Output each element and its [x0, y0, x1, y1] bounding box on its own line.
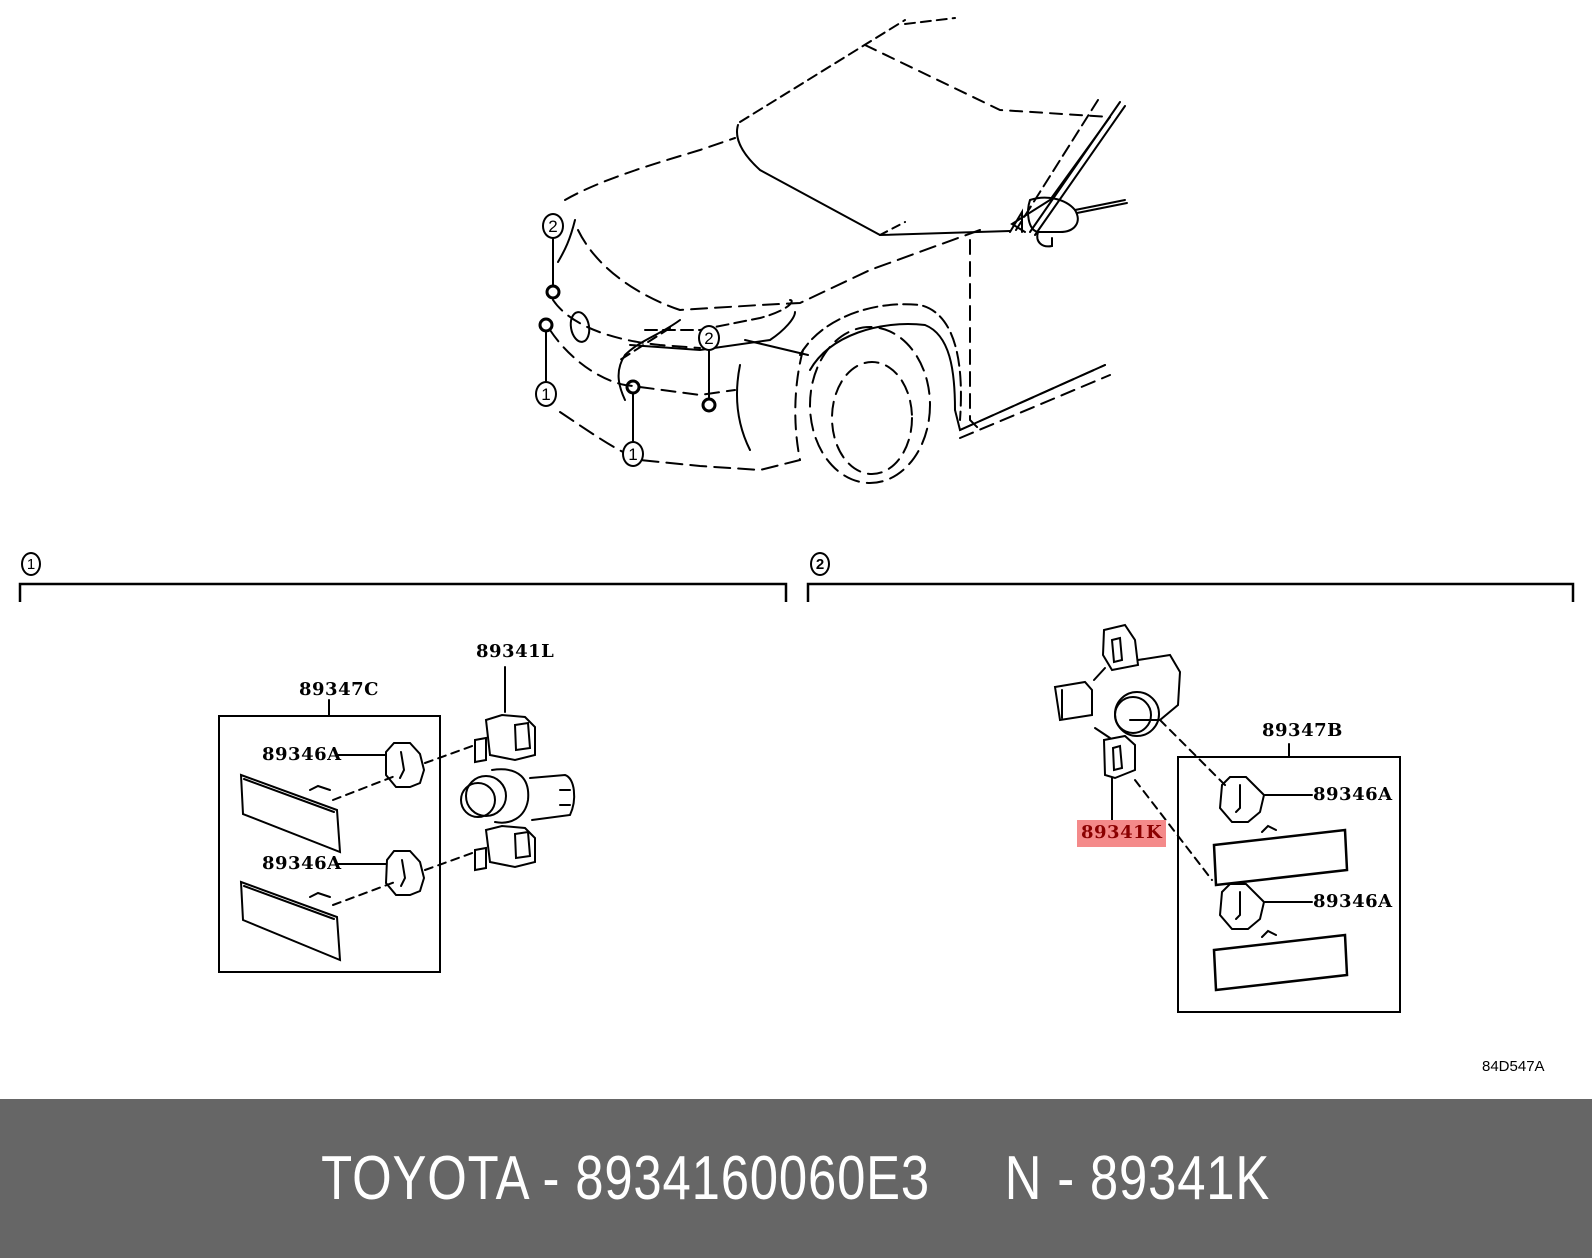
part-label-89346A-upper[interactable]: 89346A [1313, 784, 1393, 805]
section-marker-1: 1 [21, 552, 41, 576]
part-label-89346A-lower[interactable]: 89346A [262, 853, 342, 874]
section1-parts-drawing [218, 666, 576, 973]
location-callout-1-left: 1 [535, 381, 557, 407]
location-callout-2-center: 2 [698, 325, 720, 351]
location-callout-1-center: 1 [622, 441, 644, 467]
callout-number: 2 [704, 328, 714, 348]
section-number: 2 [815, 555, 825, 573]
figure-code: 84D547A [1482, 1058, 1545, 1075]
parts-diagram: 2 1 1 2 1 2 89341L 89347C 89346A 89346A … [18, 17, 1575, 1075]
part-label-89346A-upper[interactable]: 89346A [262, 744, 342, 765]
location-callout-2-left: 2 [542, 213, 564, 239]
callout-number: 1 [541, 384, 551, 404]
part-label-89347B[interactable]: 89347B [1262, 720, 1343, 741]
part-info-footer: TOYOTA - 8934160060E3 N - 89341K [0, 1099, 1592, 1258]
part-label-89347C[interactable]: 89347C [299, 679, 379, 700]
section-marker-2: 2 [810, 552, 830, 576]
callout-number: 2 [548, 216, 558, 236]
diagram-lines [18, 17, 1575, 1013]
car-outline-drawing [538, 17, 1128, 484]
section-number: 1 [26, 555, 36, 573]
part-number-caption: TOYOTA - 8934160060E3 N - 89341K [321, 1144, 1271, 1213]
callout-number: 1 [628, 444, 638, 464]
part-label-89341K-highlighted[interactable]: 89341K [1077, 820, 1167, 847]
part-label-89341L[interactable]: 89341L [476, 641, 555, 662]
section-brackets [18, 582, 1575, 602]
section2-parts-drawing [1053, 623, 1401, 1013]
part-label-89346A-lower[interactable]: 89346A [1313, 891, 1393, 912]
